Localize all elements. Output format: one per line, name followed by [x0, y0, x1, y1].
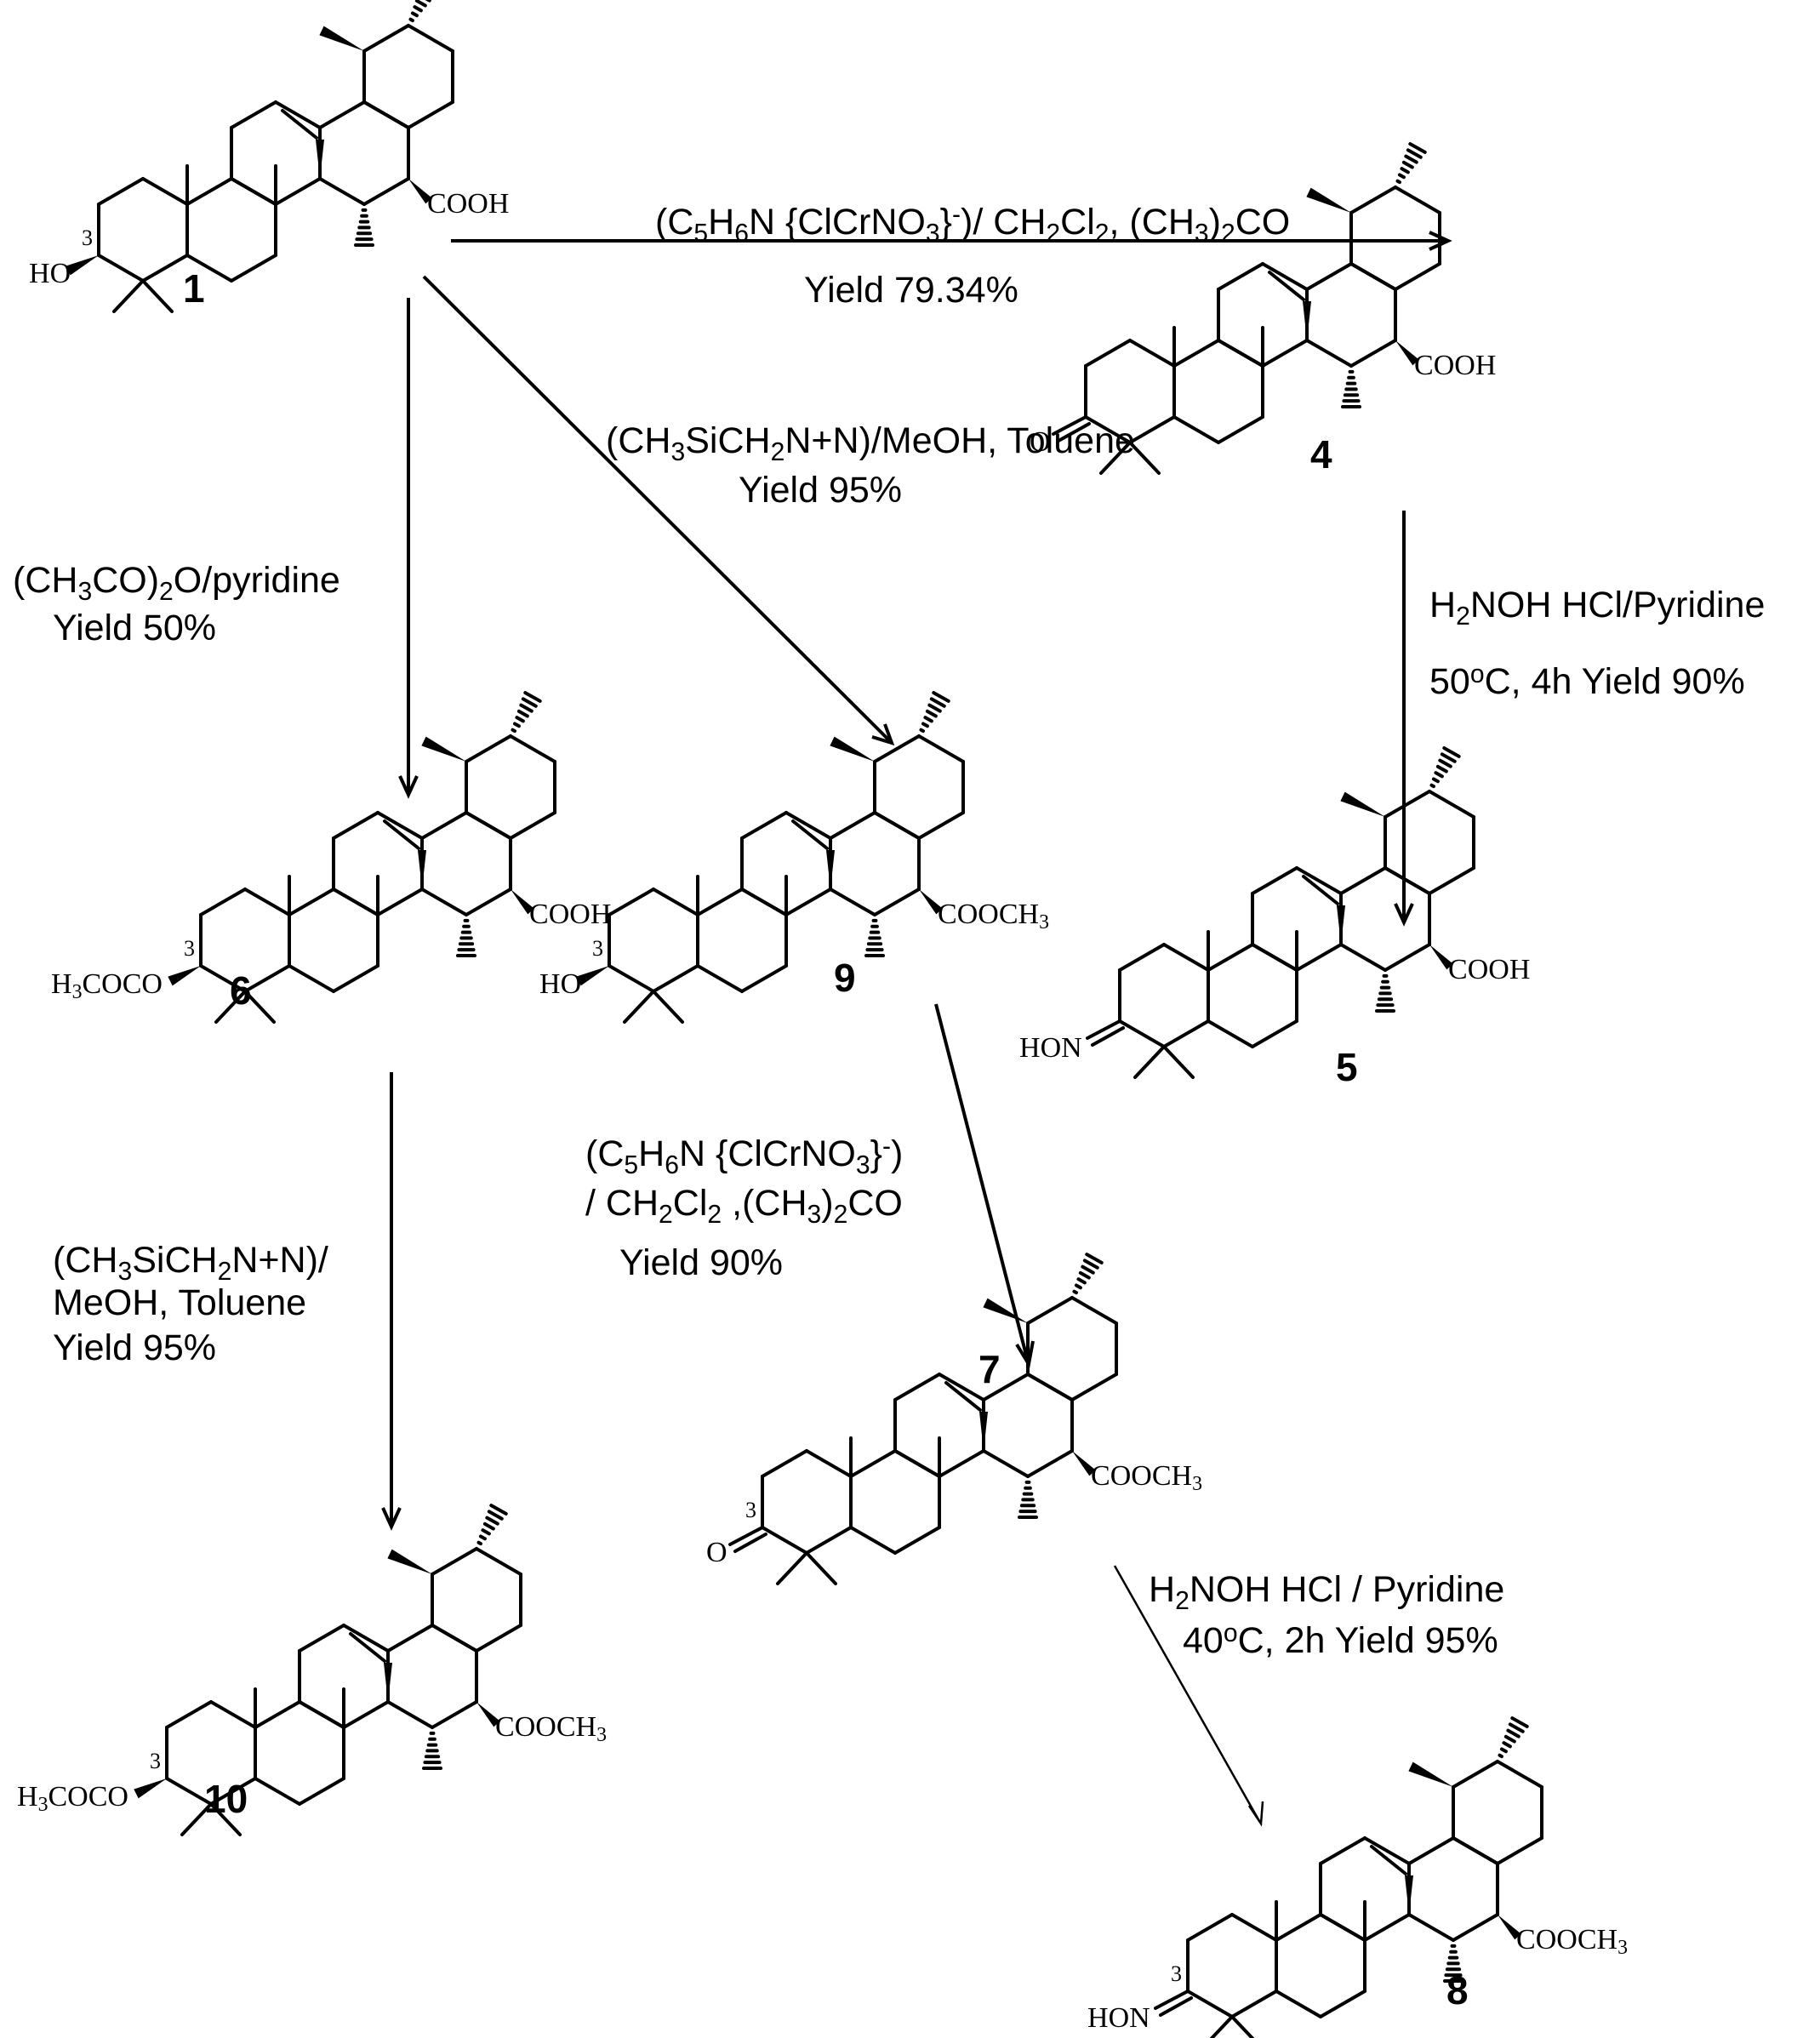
r1-6-yield: Yield 50% [53, 608, 216, 648]
r1-6-reagents: (CH3CO)2O/pyridine [13, 560, 340, 606]
compound-1: COOH HO 3 1 [29, 0, 509, 313]
compound-4: COOH O 4 [1030, 142, 1496, 477]
compound-number: 7 [978, 1347, 1001, 1391]
r9-7-reagents-line2: / CH2Cl2 ,(CH3)2CO [585, 1183, 903, 1229]
c3-locant: 3 [592, 936, 603, 961]
c28-cooh: COOH [529, 899, 611, 930]
compound-number: 4 [1310, 432, 1332, 477]
compound-5: COOH HON 5 [1019, 746, 1530, 1089]
oxime-group: HON [1087, 2002, 1150, 2034]
compound-number: 5 [1336, 1045, 1358, 1089]
c28-cooch3: COOCH3 [1091, 1460, 1202, 1495]
oxime-group: HON [1019, 1032, 1082, 1064]
r7-8-reagents: H2NOH HCl / Pyridine [1149, 1569, 1504, 1615]
arrow-1-to-4 [451, 231, 1452, 251]
r9-7-reagents-line1: (C5H6N {ClCrNO3}-) [585, 1133, 903, 1180]
arrow-4-to-5 [1394, 511, 1414, 927]
compound-number: 8 [1446, 1968, 1469, 2012]
compound-number: 6 [230, 968, 252, 1013]
r6-10-yield: Yield 95% [53, 1327, 216, 1368]
r1-4-reagents: (C5H6N {ClCrNO3}-)/ CH2Cl2, (CH3)2CO [655, 201, 1290, 248]
c3-locant: 3 [82, 225, 93, 250]
arrow-7-to-8 [1113, 1565, 1264, 1827]
c28-cooh: COOH [1448, 954, 1530, 985]
r4-5-conditions: 50oC, 4h Yield 90% [1429, 660, 1745, 703]
r6-10-reagents-line1: (CH3SiCH2N+N)/ [53, 1240, 328, 1286]
compound-number: 1 [183, 266, 205, 311]
arrow-9-to-7 [934, 1003, 1035, 1369]
r9-7-yield: Yield 90% [619, 1242, 783, 1283]
c3-locant: 3 [150, 1749, 161, 1773]
arrow-1-to-6 [398, 298, 419, 799]
r4-5-reagents: H2NOH HCl/Pyridine [1429, 585, 1765, 631]
arrow-6-to-10 [381, 1072, 402, 1531]
c3-locant: 3 [745, 1498, 756, 1522]
c28-cooch3: COOCH3 [495, 1711, 607, 1746]
c3-substituent: H3COCO [51, 968, 163, 1003]
c3-locant: 3 [184, 936, 195, 961]
c28-cooh: COOH [1414, 350, 1496, 381]
ketone-oxygen: O [706, 1537, 727, 1568]
r6-10-reagents-line2: MeOH, Toluene [53, 1282, 306, 1323]
r1-4-yield: Yield 79.34% [804, 270, 1018, 311]
c3-locant: 3 [1171, 1961, 1182, 1986]
ketone-oxygen: O [1030, 426, 1051, 458]
c28-cooch3: COOCH3 [1516, 1924, 1628, 1959]
c28-cooch3: COOCH3 [938, 899, 1049, 933]
c3-substituent: H3COCO [17, 1781, 128, 1816]
arrow-1-to-9 [422, 275, 895, 746]
compound-6: COOH H3COCO 3 6 [51, 691, 611, 1024]
r1-9-reagents: (CH3SiCH2N+N)/MeOH, Toluene [606, 420, 1135, 466]
c3-substituent: HO [29, 258, 71, 289]
c28-cooh: COOH [427, 188, 509, 220]
r7-8-conditions: 40oC, 2h Yield 95% [1183, 1619, 1498, 1662]
compound-number: 10 [204, 1777, 248, 1821]
r1-9-yield: Yield 95% [739, 470, 902, 511]
c3-substituent: HO [539, 968, 581, 1000]
compound-number: 9 [834, 956, 856, 1000]
